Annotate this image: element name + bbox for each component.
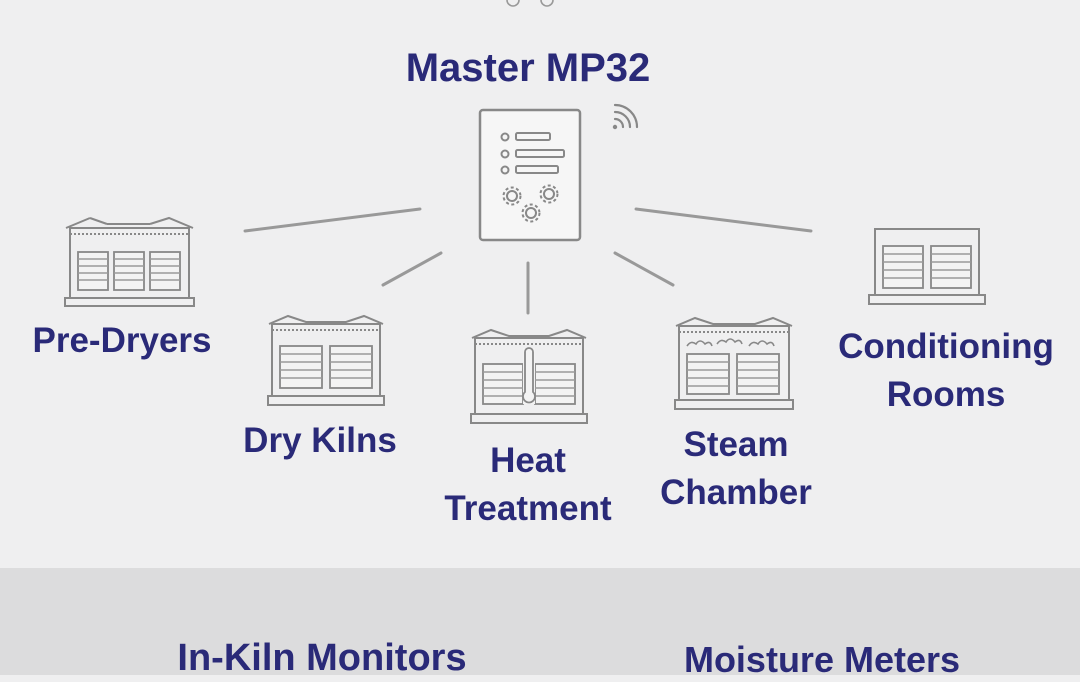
label-steam-chamber-line2: Chamber <box>660 473 812 512</box>
label-moisture-meters[interactable]: Moisture Meters <box>683 639 961 680</box>
connector-lines <box>243 207 813 315</box>
conditioning-rooms-building-icon[interactable] <box>867 226 987 310</box>
pre-dryers-building-icon[interactable] <box>62 208 197 312</box>
label-heat-treatment-line2: Treatment <box>444 489 612 528</box>
label-conditioning-rooms-line1: Conditioning <box>838 327 1054 366</box>
label-in-kiln-monitors[interactable]: In-Kiln Monitors <box>177 637 467 679</box>
label-dry-kilns: Dry Kilns <box>243 421 397 460</box>
label-steam-chamber-line1: Steam <box>683 425 789 464</box>
heat-treatment-building-icon[interactable] <box>469 322 589 428</box>
link-dry-kilns <box>381 251 443 287</box>
label-conditioning-rooms: Conditioning Rooms <box>818 326 1074 416</box>
wifi-icon <box>612 103 639 130</box>
dry-kilns-building-icon[interactable] <box>266 308 386 410</box>
gear-icon-top <box>506 0 554 7</box>
master-title: Master MP32 <box>405 46 651 90</box>
bottom-band <box>0 568 1080 675</box>
steam-chamber-building-icon[interactable] <box>673 310 795 414</box>
label-heat-treatment-line1: Heat <box>490 441 566 480</box>
link-steam-chamber <box>613 251 675 287</box>
link-conditioning <box>634 207 813 233</box>
label-heat-treatment: Heat Treatment <box>420 440 636 530</box>
link-pre-dryers <box>243 207 422 233</box>
label-conditioning-rooms-line2: Rooms <box>886 375 1006 414</box>
label-pre-dryers: Pre-Dryers <box>32 321 212 360</box>
controller-icon[interactable] <box>478 108 582 242</box>
label-steam-chamber: Steam Chamber <box>636 424 836 514</box>
